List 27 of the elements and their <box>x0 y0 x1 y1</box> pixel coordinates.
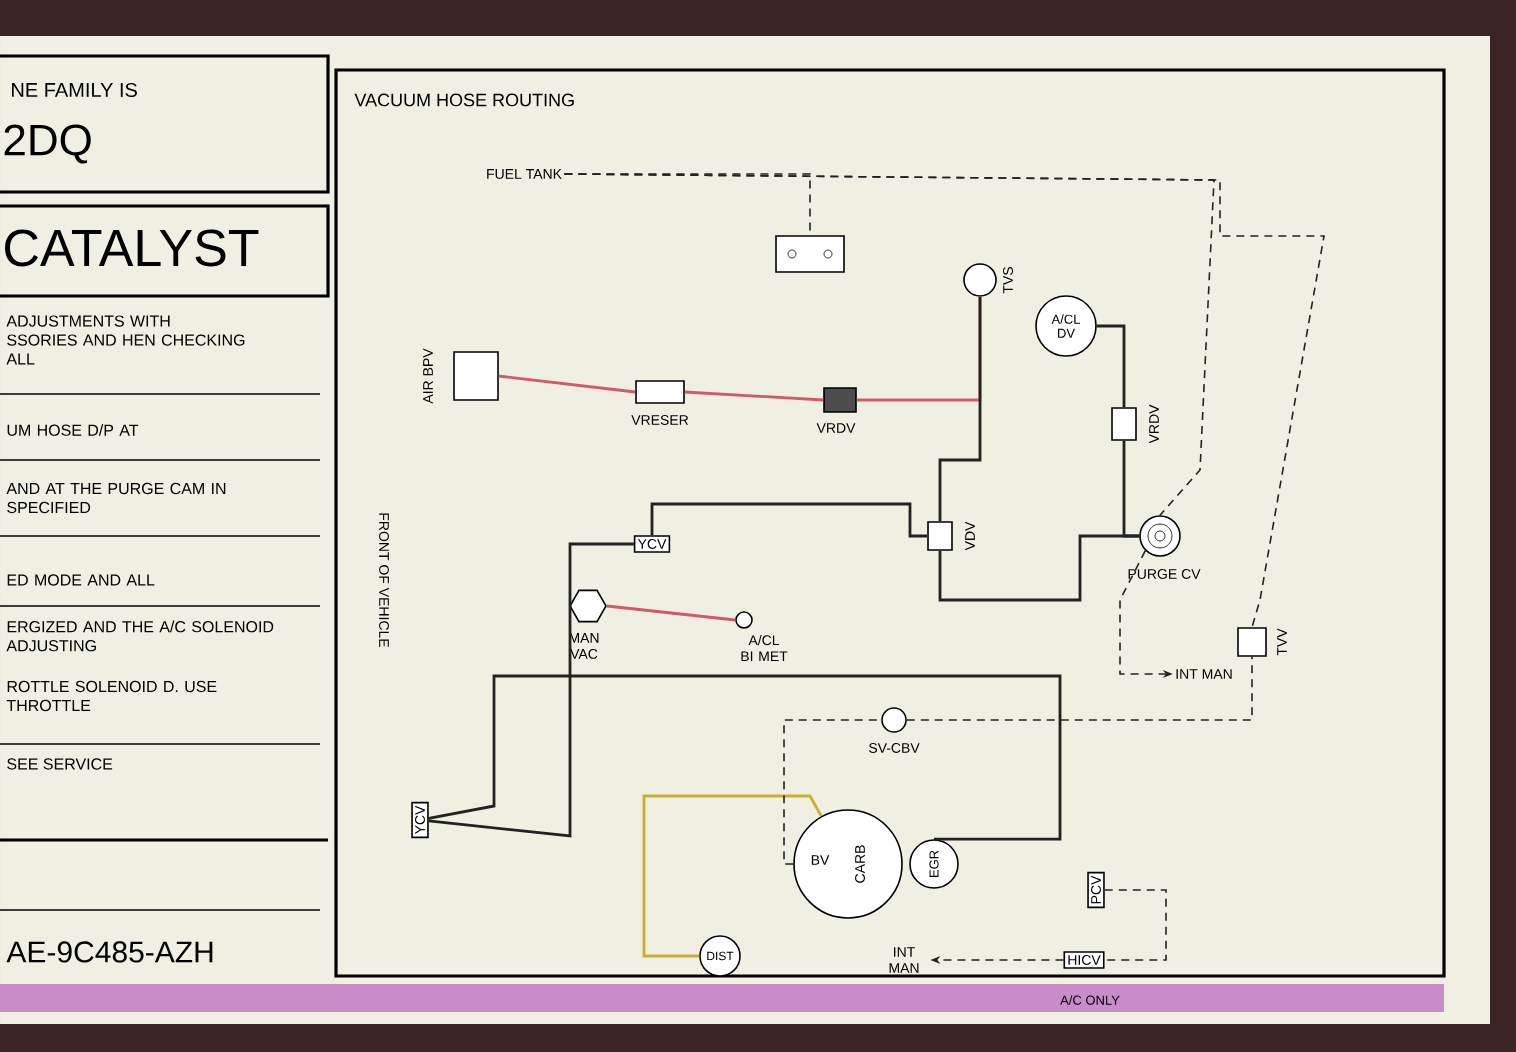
hose-line <box>498 374 636 394</box>
hose-line <box>563 173 1325 628</box>
note-text: ED MODE AND ALL <box>7 574 155 586</box>
hose-line <box>684 390 824 402</box>
part-number: AE-9C485-AZH <box>6 941 213 963</box>
note-text: AND AT THE PURGE CAM IN SPECIFIED <box>6 482 226 514</box>
hose-line <box>938 534 1140 602</box>
hose-line <box>1103 889 1167 961</box>
hose-line <box>428 542 634 838</box>
hose-line <box>938 296 982 522</box>
hose-line <box>428 674 1062 841</box>
hose-line <box>1096 324 1126 408</box>
note-text: ROTTLE SOLENOID D. USE THROTTLE <box>6 680 217 712</box>
note-text: UM HOSE D/P AT <box>7 424 139 436</box>
canister-box <box>775 235 845 273</box>
hose-line <box>906 656 1253 721</box>
heading: NE FAMILY IS <box>12 82 137 98</box>
hose-line <box>642 794 823 958</box>
note-text: ERGIZED AND THE A/C SOLENOID ADJUSTING <box>6 620 274 652</box>
title: VACUUM HOSE ROUTING <box>354 93 574 107</box>
heading: CATALYST <box>5 229 259 267</box>
hose-line <box>783 719 882 865</box>
hose-line <box>650 502 928 538</box>
heading: 2DQ <box>4 124 91 164</box>
note-text: SEE SERVICE <box>7 758 113 770</box>
hose-line <box>606 604 736 622</box>
note-text: ADJUSTMENTS WITH SSORIES AND HEN CHECKING ALL <box>6 315 245 365</box>
